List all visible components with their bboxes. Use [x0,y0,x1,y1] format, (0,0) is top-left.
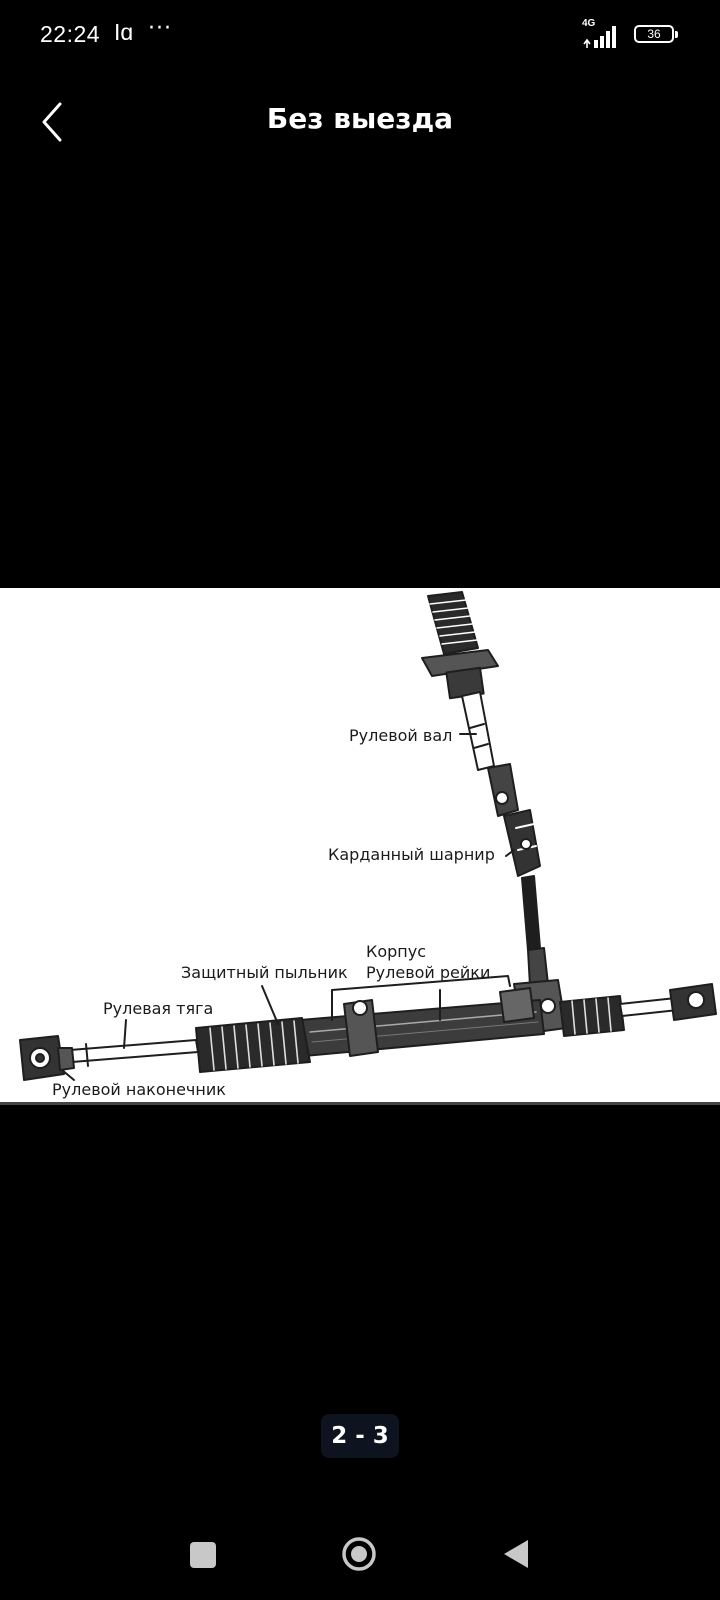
chevron-left-icon [42,102,62,142]
label-protective-boot: Защитный пыльник [181,963,348,982]
circle-icon [342,1537,376,1571]
app-header: Без выезда [0,82,720,162]
home-button[interactable] [341,1536,377,1572]
recents-button[interactable] [190,1542,216,1568]
battery-icon: 36 [634,25,678,45]
page-counter: 2 - 3 [321,1414,399,1458]
signal-icon: 4G [582,18,628,50]
system-nav-bar [0,1520,720,1590]
status-app-icon: Iɑ [114,19,134,45]
steering-rack-diagram [19,591,717,1081]
label-cardan-joint: Карданный шарнир [328,845,495,864]
shaft-bellows [427,591,479,655]
triangle-back-icon [504,1540,528,1568]
image-viewer[interactable]: Рулевой вал Карданный шарнир Корпус Руле… [0,588,720,1105]
status-time: 22:24 [40,21,101,47]
status-more-icon: ··· [148,16,172,41]
status-bar: 22:24 Iɑ ··· 4G 36 [0,0,720,72]
back-button[interactable] [28,92,78,152]
label-housing-line2: Рулевой рейки [366,963,491,982]
label-housing-line1: Корпус [366,942,427,961]
battery-level: 36 [647,27,661,41]
label-tie-rod-end: Рулевой наконечник [52,1080,226,1099]
nav-back-button[interactable] [502,1538,530,1570]
label-steering-shaft: Рулевой вал [349,726,453,745]
label-tie-rod: Рулевая тяга [103,999,214,1018]
signal-bars-icon [583,26,616,48]
page-title: Без выезда [266,102,454,135]
network-type: 4G [582,18,596,29]
